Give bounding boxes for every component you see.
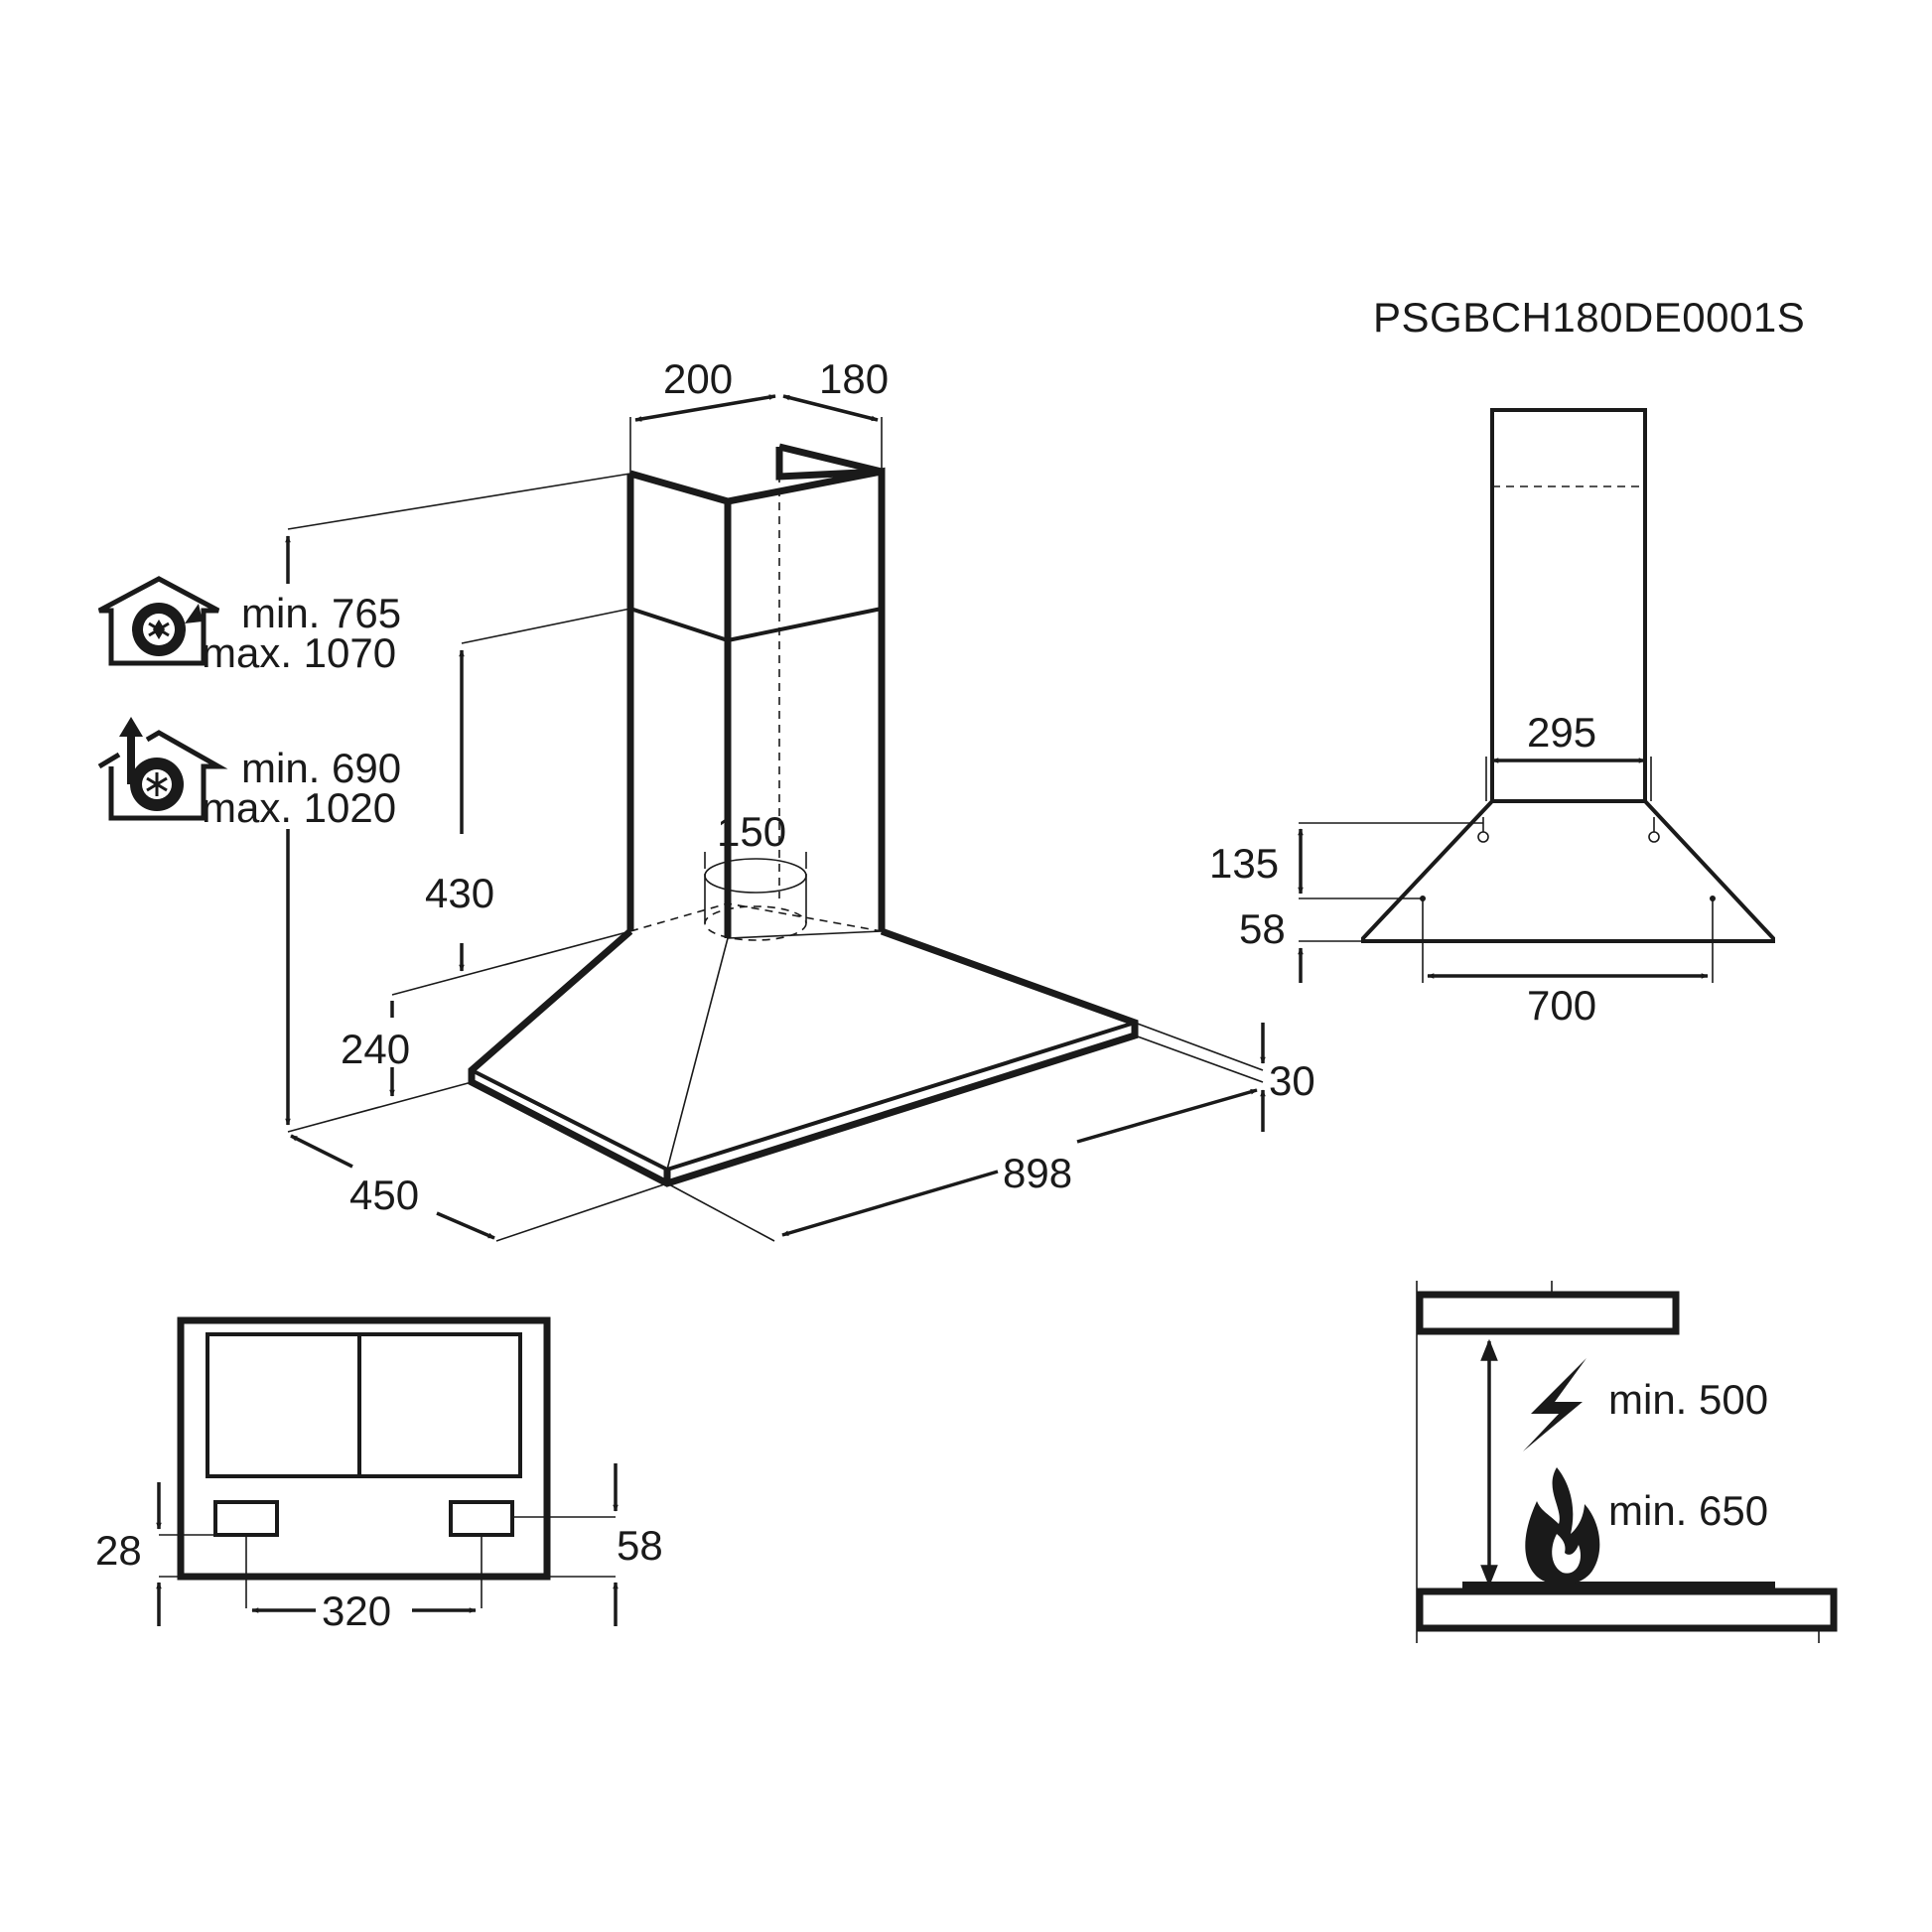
canopy-depth-label: 450	[349, 1172, 419, 1218]
bottom-dimension-lines	[156, 1463, 619, 1626]
main-extension-lines	[287, 417, 1264, 1242]
chimney-width-label: 200	[663, 355, 733, 402]
product-code: PSGBCH180DE0001S	[1373, 294, 1805, 341]
canopy-width-label: 898	[1003, 1150, 1072, 1196]
hob-top	[1462, 1582, 1775, 1591]
electric-clearance-label: min. 500	[1608, 1376, 1768, 1423]
flame-icon	[1525, 1467, 1600, 1586]
lamp-spacing-label: 320	[322, 1587, 391, 1634]
hood-isometric-view	[468, 443, 1139, 1187]
lamp-left	[213, 1500, 279, 1537]
worktop-section	[1416, 1587, 1838, 1632]
right-offset-label: 58	[617, 1522, 663, 1569]
edge-thickness-label: 30	[1269, 1057, 1315, 1104]
outlet-pipe	[704, 858, 807, 941]
house-with-circulating-fan-icon	[97, 576, 220, 666]
hole-spacing-label: 700	[1527, 982, 1596, 1029]
hole-offset-label: 58	[1239, 905, 1286, 952]
extraction-max-label: max. 1070	[202, 629, 396, 676]
house-with-fan-and-up-arrow-icon	[97, 717, 228, 821]
chimney-lower-height-label: 430	[425, 870, 494, 916]
hood-bottom-view	[159, 1316, 616, 1608]
bracket-width-label: 295	[1527, 709, 1596, 756]
recirculation-max-label: max. 1020	[202, 784, 396, 831]
bracket-height-label: 135	[1209, 840, 1279, 887]
hood-section	[1416, 1291, 1680, 1335]
clearance-view	[1416, 1281, 1838, 1643]
canopy-outline	[468, 927, 1139, 1187]
extraction-min-label: min. 765	[241, 590, 401, 636]
chimney-depth-label: 180	[819, 355, 889, 402]
chimney-outline	[626, 447, 886, 938]
gas-clearance-label: min. 650	[1608, 1487, 1768, 1534]
outlet-diameter-label: 150	[717, 808, 786, 855]
hood-front-view	[1361, 408, 1775, 983]
front-dimension-lines	[1298, 758, 1709, 983]
left-offset-label: 28	[95, 1527, 142, 1574]
canopy-height-label: 240	[341, 1026, 410, 1072]
main-dimension-lines	[285, 394, 1266, 1240]
recirculation-min-label: min. 690	[241, 745, 401, 791]
lightning-bolt-icon	[1523, 1358, 1587, 1451]
lamp-right	[449, 1500, 514, 1537]
chimney-joint	[629, 607, 883, 643]
